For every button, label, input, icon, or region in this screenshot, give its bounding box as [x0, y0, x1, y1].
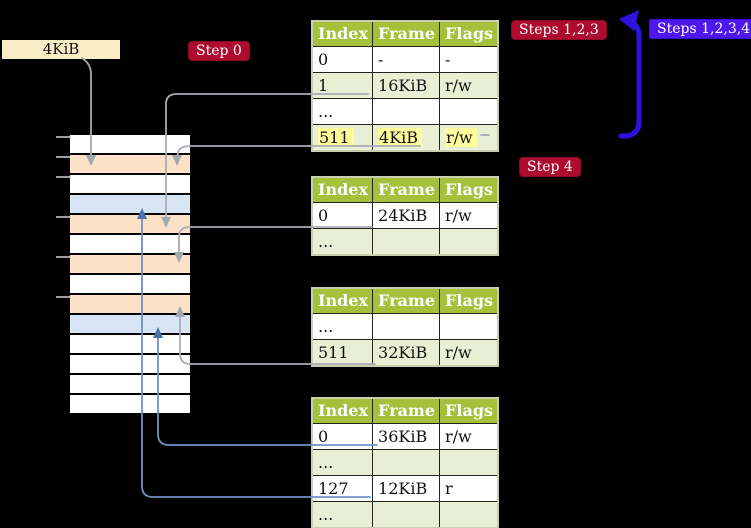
table-cell: 1: [311, 72, 374, 99]
table-cell: [439, 313, 499, 340]
column-header: Flags: [439, 287, 499, 314]
page-size-label: 4KiB: [2, 40, 120, 59]
table-cell: [372, 228, 441, 256]
column-header: Frame: [372, 20, 441, 47]
memory-frame-row: [70, 315, 190, 333]
table-cell: r/w: [439, 202, 499, 229]
table-cell: 24KiB: [372, 202, 441, 229]
column-header: Frame: [372, 397, 441, 424]
memory-frame-row: [70, 395, 190, 413]
memory-frame-row: [70, 155, 190, 173]
table-cell: 0: [311, 202, 374, 229]
table-cell: 511: [311, 339, 374, 367]
table-cell: r: [439, 475, 499, 502]
table-cell: r/w: [439, 124, 499, 152]
steps-123-badge: Steps 1,2,3: [511, 20, 607, 40]
table-cell: ...: [311, 501, 374, 528]
table-cell: 32KiB: [372, 339, 441, 367]
table-cell: r/w: [439, 423, 499, 450]
table-cell: [439, 98, 499, 125]
column-header: Index: [311, 287, 374, 314]
memory-frame-row: [70, 355, 190, 373]
table-cell: [439, 449, 499, 476]
table-cell: [372, 501, 441, 528]
memory-frame-row: [70, 375, 190, 393]
step-4-badge: Step 4: [519, 157, 581, 177]
memory-frame-row: [70, 135, 190, 153]
memory-frame-row: [70, 215, 190, 233]
step-0-badge: Step 0: [188, 41, 250, 61]
highlighted-value: r/w: [445, 127, 477, 147]
table-row: ...: [311, 449, 499, 476]
table-cell: 36KiB: [372, 423, 441, 450]
table-cell: [439, 228, 499, 256]
highlighted-value: 511: [318, 127, 354, 147]
table-cell: ...: [311, 98, 374, 125]
table-cell: [372, 313, 441, 340]
table-row: ...: [311, 501, 499, 528]
table-cell: 12KiB: [372, 475, 441, 502]
table-cell: r/w: [439, 72, 499, 99]
table-cell: -: [372, 46, 441, 73]
table-cell: ...: [311, 313, 374, 340]
table-cell: 127: [311, 475, 374, 502]
table-cell: [439, 501, 499, 528]
column-header: Flags: [439, 20, 499, 47]
table-row: 511 4KiB r/w: [311, 124, 499, 152]
memory-frame-row: [70, 275, 190, 293]
memory-frame-row: [70, 195, 190, 213]
table-row: ...: [311, 228, 499, 256]
table-cell: [372, 98, 441, 125]
column-header: Index: [311, 397, 374, 424]
table-cell: 511: [311, 124, 374, 152]
table-cell: -: [439, 46, 499, 73]
memory-frame-row: [70, 255, 190, 273]
column-header: Frame: [372, 176, 441, 203]
memory-tick: [56, 216, 70, 218]
table-cell: 16KiB: [372, 72, 441, 99]
column-header: Flags: [439, 176, 499, 203]
arrow-left-icon: [619, 10, 639, 31]
memory-frame-row: [70, 175, 190, 193]
memory-frame-row: [70, 335, 190, 353]
table-cell: ...: [311, 449, 374, 476]
table-row: ...: [311, 98, 499, 125]
memory-tick: [56, 256, 70, 258]
highlighted-value: 4KiB: [378, 127, 423, 147]
table-cell: r/w: [439, 339, 499, 367]
table-cell: ...: [311, 228, 374, 256]
column-header: Index: [311, 176, 374, 203]
memory-tick: [56, 296, 70, 298]
table-row: 0--: [311, 46, 499, 73]
memory-frame-row: [70, 295, 190, 313]
column-header: Frame: [372, 287, 441, 314]
table-row: ...: [311, 313, 499, 340]
memory-tick: [56, 136, 70, 138]
table-cell: 0: [311, 46, 374, 73]
memory-tick: [56, 176, 70, 178]
column-header: Flags: [439, 397, 499, 424]
table-cell: 4KiB: [372, 124, 441, 152]
memory-tick: [56, 156, 70, 158]
steps-1234-badge: Steps 1,2,3,4: [649, 19, 751, 39]
table-cell: 0: [311, 423, 374, 450]
column-header: Index: [311, 20, 374, 47]
memory-frame-row: [70, 235, 190, 253]
loop-arrow: [618, 19, 642, 139]
physical-memory-column: [70, 135, 190, 415]
table-cell: [372, 449, 441, 476]
